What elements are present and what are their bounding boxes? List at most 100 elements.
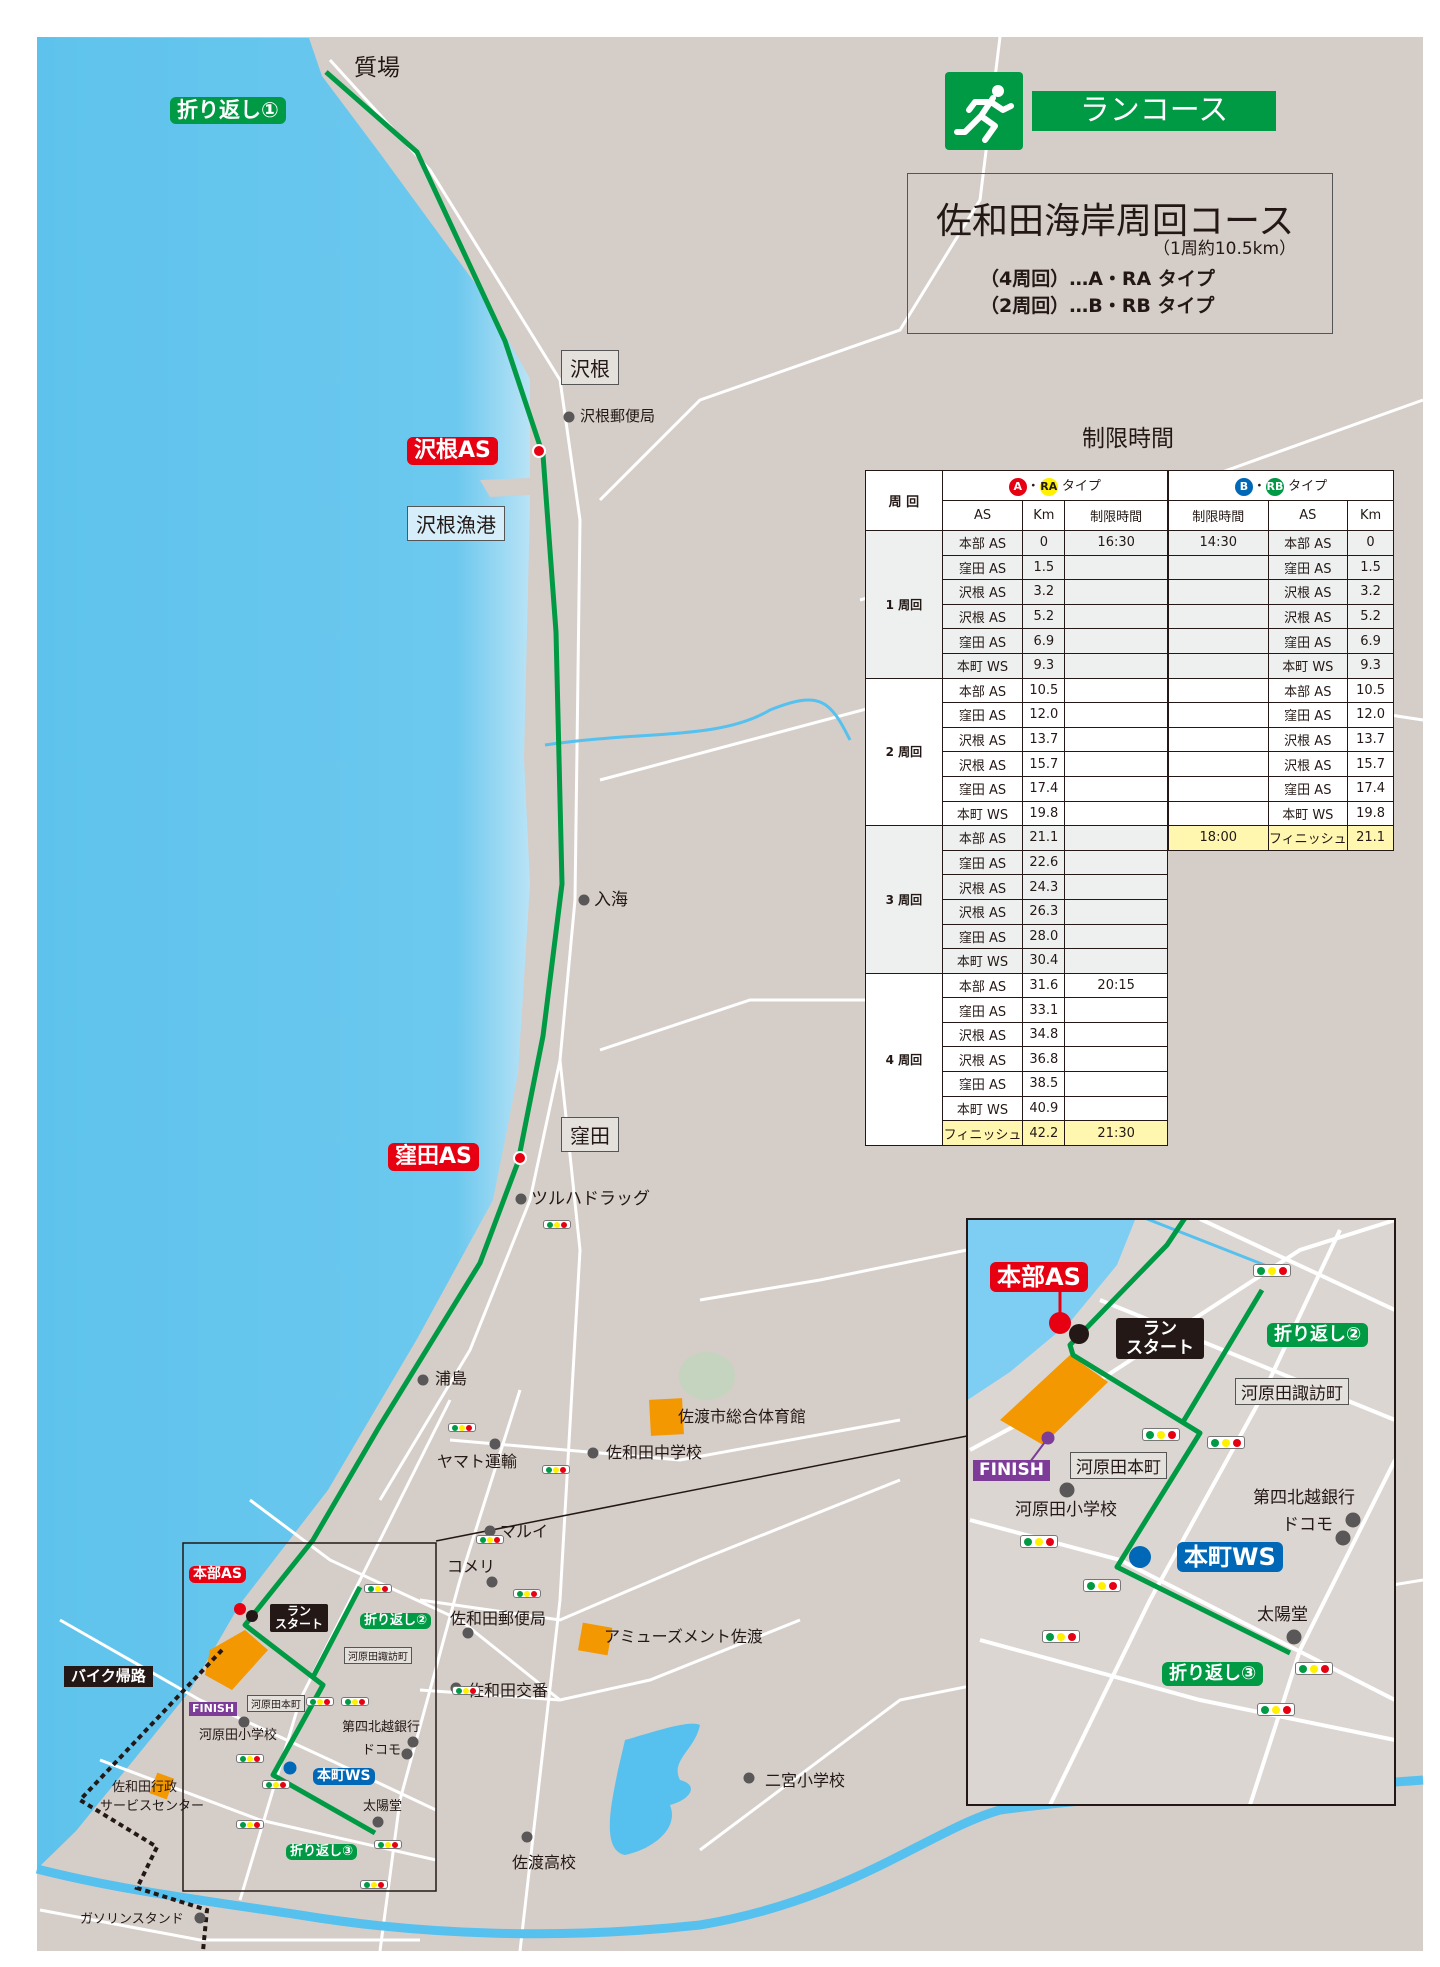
traffic-light-icon <box>513 1589 541 1598</box>
cell-km: 40.9 <box>1022 1095 1066 1122</box>
cell-time: 21:30 <box>1064 1120 1168 1146</box>
cell-as: 沢根 AS <box>1267 603 1349 630</box>
traffic-light-icon <box>542 1465 570 1474</box>
traffic-light-icon <box>360 1880 388 1889</box>
poi-docomo: ドコモ <box>1282 1515 1333 1535</box>
poi-bank: 第四北越銀行 <box>1253 1488 1355 1508</box>
cell-time <box>1064 1095 1168 1122</box>
area-sawane: 沢根 <box>561 350 619 385</box>
honbu-as-marker <box>1049 1312 1071 1334</box>
cell-km: 10.5 <box>1347 677 1394 704</box>
cell-time <box>1064 554 1168 581</box>
section-label: ランコース <box>1032 91 1276 131</box>
poi-post: 佐和田郵便局 <box>450 1609 547 1628</box>
col-as: AS <box>1267 500 1349 531</box>
honmachi-ws-marker <box>1129 1546 1151 1568</box>
cell-time <box>1064 825 1168 851</box>
course-type-2laps: （2周回）…B・RB タイプ <box>980 295 1215 317</box>
poi-docomo-small: ドコモ <box>362 1743 402 1758</box>
run-start-label-small: ランスタート <box>270 1604 329 1633</box>
cell-time <box>1168 775 1269 802</box>
cell-km: 6.9 <box>1022 628 1066 654</box>
poi-dot <box>401 1748 413 1760</box>
cell-as: 窪田 AS <box>941 775 1024 802</box>
cell-as: 窪田 AS <box>1267 628 1349 654</box>
poi-dot <box>484 1525 496 1537</box>
poi-koban: 佐和田交番 <box>468 1681 549 1700</box>
cell-as: 沢根 AS <box>941 579 1024 605</box>
traffic-light-icon <box>448 1423 476 1432</box>
run-start-marker <box>1069 1324 1089 1344</box>
poi-dot <box>194 1912 206 1924</box>
cell-time <box>1064 652 1168 679</box>
sea <box>37 37 530 1869</box>
traffic-light-icon <box>543 1220 571 1229</box>
cell-time <box>1064 726 1168 753</box>
badge-a: A <box>1008 477 1027 496</box>
place-shitsuba: 質場 <box>354 55 400 81</box>
poi-ninomiya: 二宮小学校 <box>765 1771 846 1790</box>
cell-km: 38.5 <box>1022 1071 1066 1097</box>
cell-km: 21.1 <box>1347 825 1394 851</box>
pond <box>609 1723 700 1855</box>
poi-dot <box>521 1831 533 1843</box>
poi-dot <box>563 411 575 423</box>
cell-as: 本町 WS <box>1267 800 1349 827</box>
cell-as: 窪田 AS <box>941 1071 1024 1097</box>
poi-dot <box>238 1716 250 1728</box>
course-subtitle: （1周約10.5km） <box>1153 239 1297 259</box>
poi-tsuruha: ツルハドラッグ <box>531 1189 650 1209</box>
poi-elem-small: 河原田小学校 <box>199 1728 278 1743</box>
traffic-light-icon <box>374 1840 402 1849</box>
cell-time <box>1064 898 1168 925</box>
poi-gym: 佐渡市総合体育館 <box>678 1407 807 1426</box>
cell-time <box>1064 603 1168 630</box>
poi-dot <box>372 1816 384 1828</box>
cell-km: 1.5 <box>1022 554 1066 581</box>
traffic-light-icon <box>341 1697 369 1706</box>
badge-b: B <box>1234 477 1253 496</box>
cell-km: 9.3 <box>1022 652 1066 679</box>
time-limit-heading: 制限時間 <box>1082 426 1174 452</box>
run-start-line1: ラン <box>287 1604 312 1618</box>
cell-as: 沢根 AS <box>941 726 1024 753</box>
area-kubota: 窪田 <box>561 1117 619 1152</box>
cell-time <box>1064 948 1168 974</box>
cell-as: 本部 AS <box>941 677 1024 704</box>
run-start-line1: ラン <box>1143 1319 1177 1339</box>
cell-km: 22.6 <box>1022 849 1066 876</box>
cell-time <box>1064 800 1168 827</box>
kubota-as-label: 窪田AS <box>388 1143 479 1172</box>
cell-as: 沢根 AS <box>941 751 1024 777</box>
cell-time <box>1168 652 1269 679</box>
poi-komeri: コメリ <box>447 1557 496 1576</box>
cell-km: 42.2 <box>1022 1120 1066 1146</box>
finish-label-small: FINISH <box>189 1702 238 1717</box>
turnaround-1-label: 折り返し① <box>170 97 286 125</box>
amusement-building <box>577 1622 613 1656</box>
cell-as: 本町 WS <box>941 800 1024 827</box>
cell-km: 19.8 <box>1347 800 1394 827</box>
cell-km: 30.4 <box>1022 948 1066 974</box>
cell-km: 13.7 <box>1347 726 1394 753</box>
poi-bank-small: 第四北越銀行 <box>342 1720 421 1735</box>
traffic-light-icon <box>306 1697 334 1706</box>
col-km: Km <box>1022 500 1066 531</box>
inset-run-route <box>1067 1220 1292 1656</box>
cell-time <box>1168 554 1269 581</box>
